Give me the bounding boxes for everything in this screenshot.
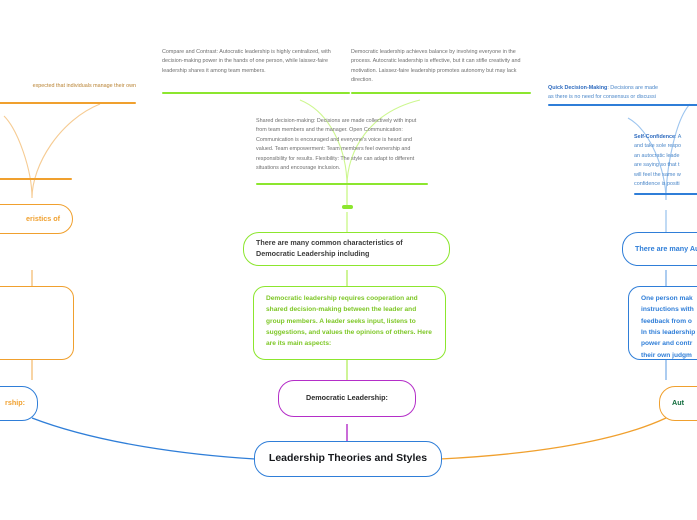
note-underline [351, 92, 531, 94]
node-laissez-characteristics-label: eristics of [26, 213, 60, 223]
note-compare-right: Democratic leadership achieves balance b… [351, 48, 531, 94]
note-shared-decision-making: Shared decision-making: Decisions are ma… [256, 117, 428, 185]
node-democratic-paragraph-label: Democratic leadership requires cooperati… [266, 295, 432, 348]
node-laissez-leadership[interactable]: rship: [0, 386, 38, 421]
node-laissez-characteristics[interactable]: eristics of [0, 204, 73, 234]
note-underline [0, 102, 136, 104]
note-laissez-top: expected that individuals manage their o… [0, 82, 136, 104]
note-laissez-mid-text: Laissez-faire mal work e freedom to set … [0, 148, 72, 186]
node-laissez-paragraph[interactable]: oyees the s and make their ney provide t… [0, 286, 74, 360]
note-underline [256, 183, 428, 185]
node-autocratic-leadership-label: Aut [672, 398, 684, 408]
node-democratic-leadership-label: Democratic Leadership: [306, 393, 388, 403]
node-autocratic-paragraph-label: One person mak instructions with feedbac… [641, 295, 696, 359]
node-autocratic-characteristics[interactable]: There are many Autocratic leade [622, 232, 697, 266]
note-compare-left-text: Compare and Contrast: Autocratic leaders… [162, 49, 331, 74]
note-underline [0, 178, 72, 180]
node-autocratic-leadership[interactable]: Aut [659, 386, 697, 421]
note-quick-body: : Decisions are made as there is no need… [548, 85, 658, 101]
node-root[interactable]: Leadership Theories and Styles [254, 441, 442, 477]
node-democratic-characteristics-label: There are many common characteristics of… [256, 238, 403, 258]
note-self-label: Self-Confidence [634, 134, 676, 140]
note-underline [548, 104, 697, 106]
collapse-toggle-democratic[interactable] [342, 205, 353, 209]
note-laissez-top-text: expected that individuals manage their o… [32, 83, 136, 89]
node-autocratic-characteristics-label: There are many Autocratic leade [635, 243, 697, 253]
node-autocratic-paragraph[interactable]: One person mak instructions with feedbac… [628, 286, 697, 360]
note-quick-decision-making: Quick Decision-Making: Decisions are mad… [548, 84, 697, 106]
note-underline [162, 92, 350, 94]
note-compare-left: Compare and Contrast: Autocratic leaders… [162, 48, 350, 94]
node-laissez-leadership-label: rship: [5, 398, 25, 408]
note-shared-decision-text: Shared decision-making: Decisions are ma… [256, 118, 417, 172]
node-democratic-characteristics[interactable]: There are many common characteristics of… [243, 232, 450, 266]
note-quick-label: Quick Decision-Making [548, 85, 608, 91]
note-underline [634, 193, 697, 195]
node-root-label: Leadership Theories and Styles [268, 452, 428, 465]
note-self-confidence: Self-Confidence: A and take sole respo a… [634, 133, 697, 195]
note-compare-right-text: Democratic leadership achieves balance b… [351, 49, 521, 84]
node-democratic-paragraph[interactable]: Democratic leadership requires cooperati… [253, 286, 446, 360]
node-democratic-leadership[interactable]: Democratic Leadership: [278, 380, 416, 417]
note-self-body: : A and take sole respo an autocratic le… [634, 134, 682, 188]
note-laissez-mid: Laissez-faire mal work e freedom to set … [0, 130, 72, 180]
